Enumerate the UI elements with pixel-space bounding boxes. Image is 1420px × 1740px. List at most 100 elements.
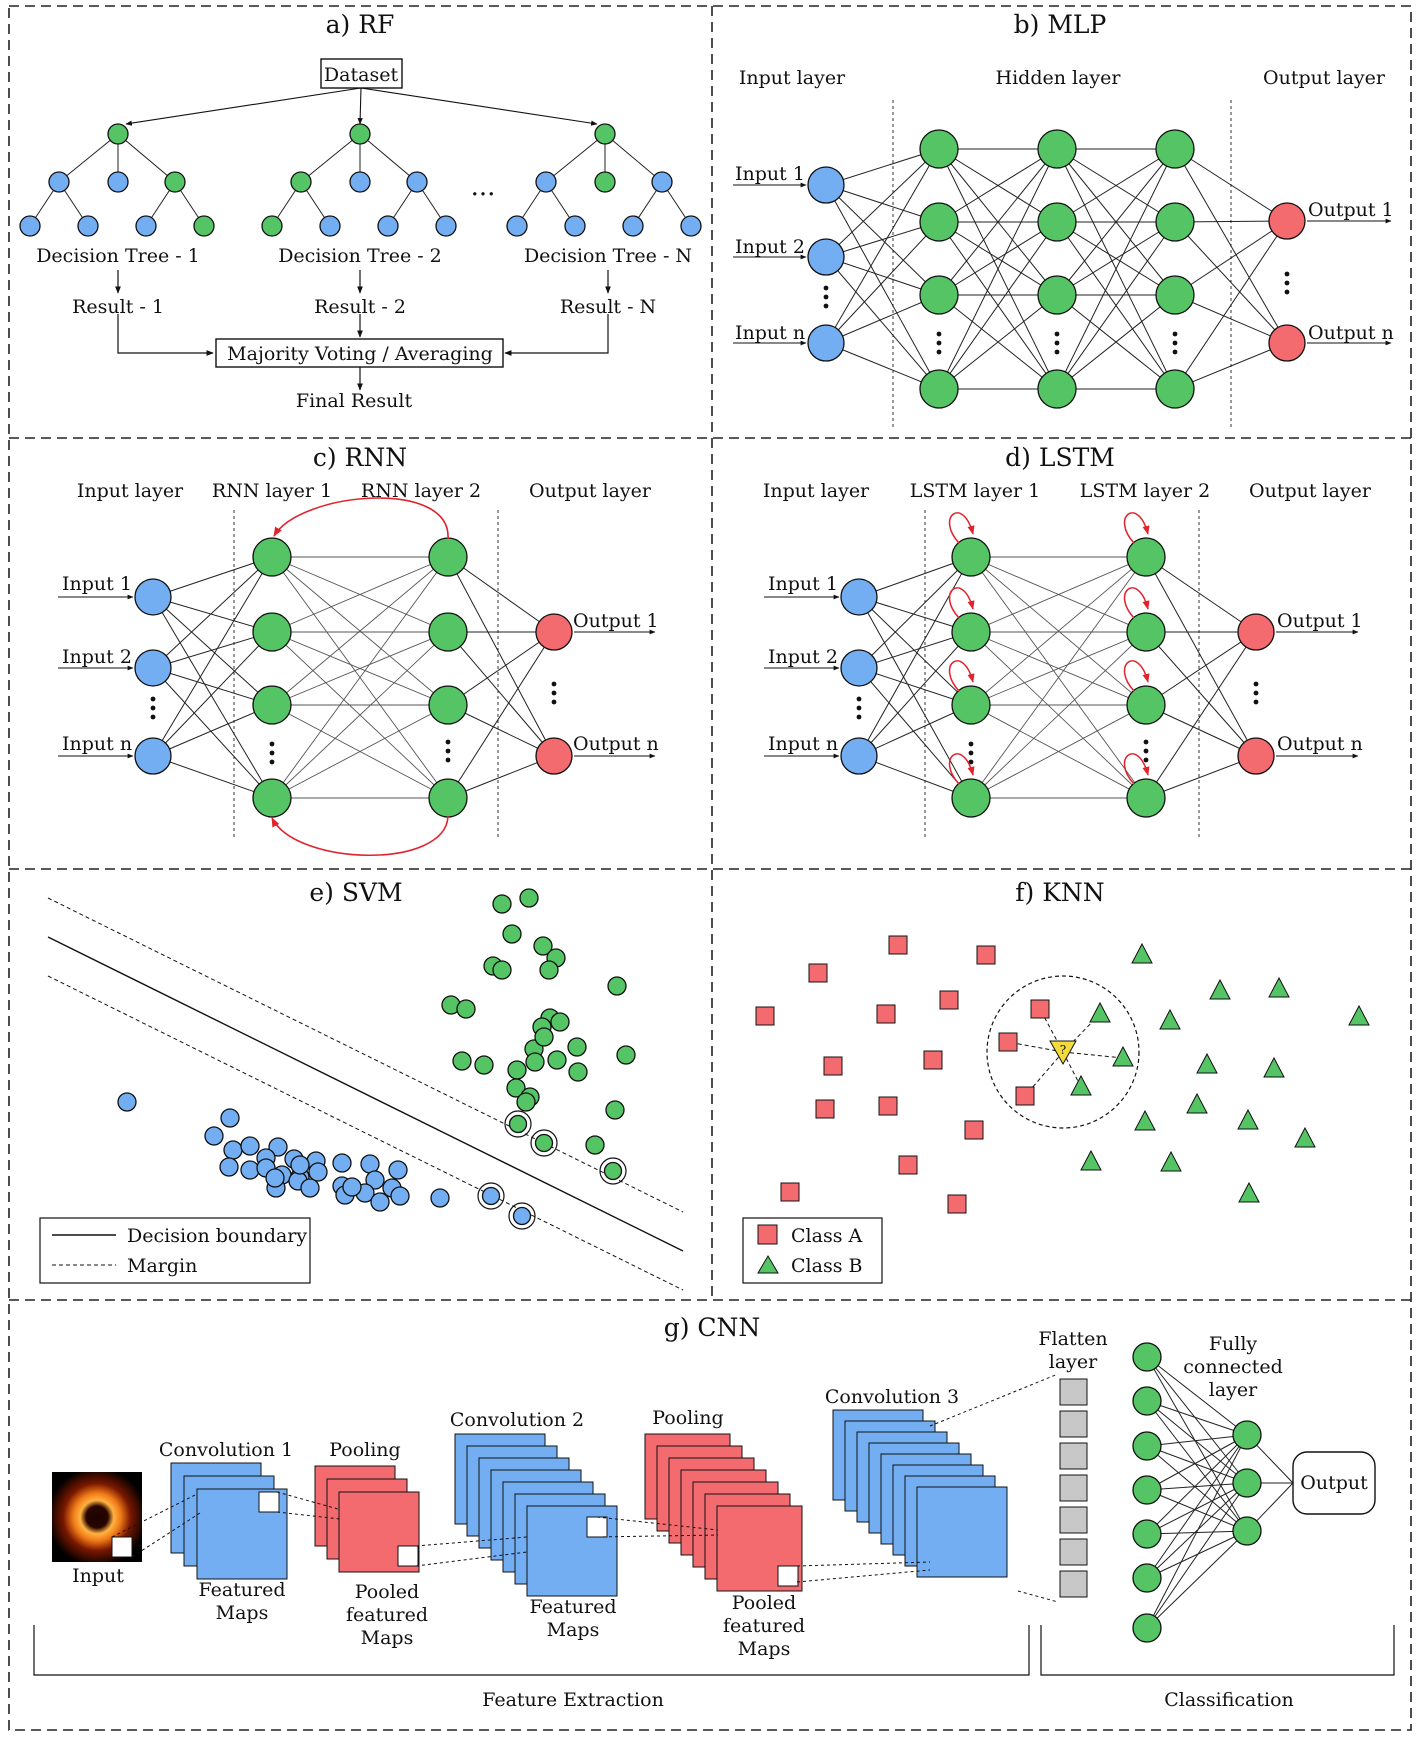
mlp-edge [1056,221,1176,296]
knn-query-triangle [1049,1040,1077,1066]
lstm-layer-1-node [951,685,991,725]
tree-leaf-node [19,215,41,237]
lstm-edge [1145,631,1257,706]
fc-edge [1146,1434,1248,1629]
tree-leaf-node [506,215,528,237]
rnn-input-ellipsis-dot-3 [150,714,156,720]
flatten-cell [1059,1538,1088,1566]
class-b-triangle [1196,1052,1218,1074]
pool1-label: Pooling [329,1439,400,1461]
fc-layer-1-node [1132,1613,1162,1643]
class-b-triangle [1186,1092,1208,1114]
svm-green-point [492,894,512,914]
svm-legend-margin: Margin [127,1255,197,1277]
mlp-layer-separators [892,100,1232,428]
lstm-layer-2-node [1126,778,1166,818]
mlp-hidden-layer-label: Hidden layer [996,67,1122,89]
rnn-edge [271,704,449,799]
lstm-layer-2-node [1126,612,1166,652]
rnn-network [58,537,656,818]
mlp-input-layer-label: Input layer [739,67,846,89]
tree-node [535,171,557,193]
lstm-edge [1145,556,1257,757]
lstm-input-node [840,737,878,775]
decision-trees [19,87,702,237]
mlp-hidden-ellipsis-dot-1 [1054,331,1060,337]
support-vector-ring [599,1157,627,1185]
input-kernel-window [111,1536,133,1558]
svm-blue-point [220,1108,240,1128]
tree-leaf-node [622,215,644,237]
rnn-input-ellipsis-dot-2 [150,705,156,711]
lstm-output-layer-label: Output layer [1249,480,1372,502]
rf-arrows [115,270,611,391]
tree-node [349,171,371,193]
fc-layer-1-node [1132,1519,1162,1549]
mlp-edge [938,148,1058,296]
rnn-edge [447,556,555,633]
tree-node [406,171,428,193]
svm-blue-point [265,1168,285,1188]
mlp-input-1: Input 1 [735,163,805,185]
mlp-hidden-node [919,369,959,409]
class-a-square [876,1004,896,1024]
featured-maps-2-line-1: Featured [529,1596,616,1618]
rf-panel: a) RF Dataset ... Decision Tree - 1 Deci… [19,10,702,412]
lstm-edge [970,556,1147,799]
mlp-edge [938,148,1058,223]
mlp-edge [1174,148,1288,344]
svm-legend-box [39,1217,311,1284]
class-b-triangle [1159,1008,1181,1030]
lstm-input-2: Input 2 [768,646,838,668]
lstm-input-layer-label: Input layer [763,480,870,502]
fc-edge [1146,1434,1248,1579]
rnn-layer-1-node [252,685,292,725]
lstm-edge [858,631,972,757]
rnn-edge [152,556,273,757]
support-vector-point [508,1114,528,1134]
svm-green-point [519,888,539,908]
support-vector-point [603,1161,623,1181]
flatten-cell [1059,1474,1088,1502]
pool1-map-kernel-window [397,1545,419,1567]
cnn-feature-stacks [170,1409,1008,1597]
rnn-layer-2-node [428,685,468,725]
conv3-feature-map [916,1486,1008,1578]
svm-blue-point [117,1092,137,1112]
lstm-output-1: Output 1 [1277,610,1363,632]
rnn-layer-1-ellipsis-dot-3 [269,759,275,765]
svm-blue-point [360,1154,380,1174]
flatten-cell [1059,1378,1088,1406]
rnn-layer-1-label: RNN layer 1 [212,480,332,502]
svm-green-point [516,1092,536,1112]
svm-blue-point [219,1157,239,1177]
mlp-hidden-ellipsis-dot-3 [1172,349,1178,355]
lstm-output-n: Output n [1277,733,1363,755]
tree-leaf-node [77,215,99,237]
mlp-network [733,129,1392,409]
knn-legend-square-icon [757,1224,778,1245]
tree-root-node [107,123,129,145]
tree-leaf-node [193,215,215,237]
rnn-edge [271,556,449,799]
fc-edge [1146,1356,1248,1532]
rnn-output-1: Output 1 [573,610,659,632]
tree-leaf-node [564,215,586,237]
lstm-edge [970,704,1147,799]
pooled-maps-2-line-1: Pooled [732,1592,796,1614]
mlp-edge [1056,294,1176,390]
rnn-layer-2-ellipsis-dot-3 [445,757,451,763]
svm-green-point [525,1052,545,1072]
mlp-hidden-node [1037,275,1077,315]
dataset-to-root-arrow [357,87,363,125]
rnn-edge [152,556,273,669]
tree-edge [58,133,119,183]
knn-legend-triangle-icon [757,1255,779,1274]
class-b-triangle [1134,1109,1156,1131]
support-vector-point [534,1133,554,1153]
fc-edge [1146,1434,1248,1447]
class-a-square [823,1056,843,1076]
lstm-output-ellipsis-dot-2 [1253,690,1259,696]
featured-maps-1-line-1: Featured [198,1579,285,1601]
mlp-output-node [1268,202,1306,240]
